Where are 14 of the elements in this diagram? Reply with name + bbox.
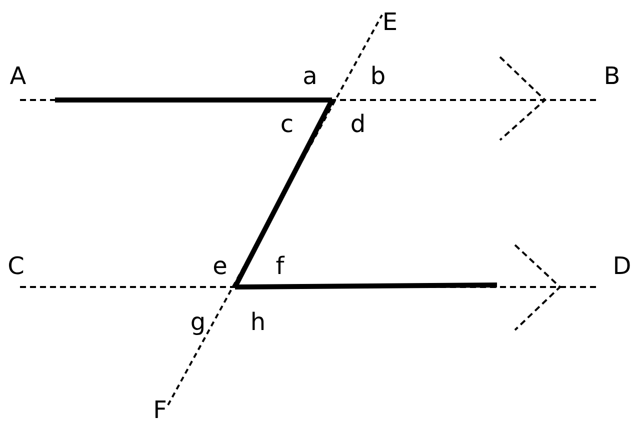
angle-label: g bbox=[190, 310, 206, 334]
angle-label: b bbox=[370, 64, 386, 88]
point-label: E bbox=[382, 10, 398, 34]
point-label: A bbox=[10, 64, 26, 88]
angle-label: e bbox=[212, 254, 228, 278]
point-label: D bbox=[612, 254, 632, 278]
point-label: C bbox=[8, 254, 24, 278]
angle-label: a bbox=[302, 64, 318, 88]
point-label: F bbox=[153, 398, 167, 422]
angle-label: f bbox=[276, 254, 284, 278]
angle-label: h bbox=[250, 310, 266, 334]
angle-label: d bbox=[350, 112, 366, 136]
point-label: B bbox=[604, 64, 620, 88]
angle-label: c bbox=[280, 112, 294, 136]
